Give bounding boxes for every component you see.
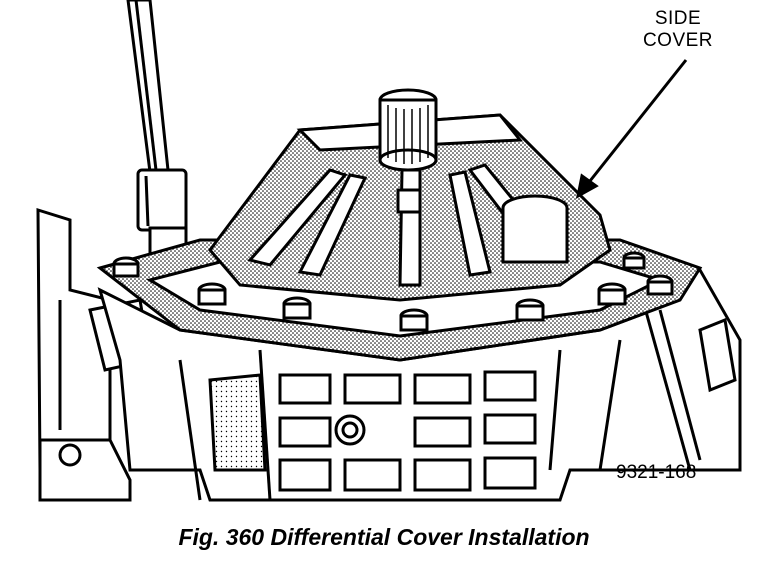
bolt <box>282 296 312 320</box>
bolt <box>197 282 227 306</box>
side-cover-label: SIDE COVER <box>628 8 728 52</box>
figure-caption: Fig. 360 Differential Cover Installation <box>178 524 590 550</box>
figure-number: 9321-168 <box>616 462 697 483</box>
output-shaft <box>378 88 438 214</box>
bolt <box>597 282 627 306</box>
side-cover-label-line2: COVER <box>642 30 714 51</box>
bolt <box>622 251 646 270</box>
cover-bolts <box>112 251 674 332</box>
bolt <box>646 274 674 296</box>
transmission-case-right <box>638 268 742 472</box>
bolt <box>112 256 140 278</box>
callout-leader-arrow <box>575 59 688 199</box>
transmission-case-body <box>97 287 702 502</box>
bolt <box>399 308 429 332</box>
side-cover-label-line1: SIDE <box>654 8 702 29</box>
bolt <box>515 298 545 322</box>
